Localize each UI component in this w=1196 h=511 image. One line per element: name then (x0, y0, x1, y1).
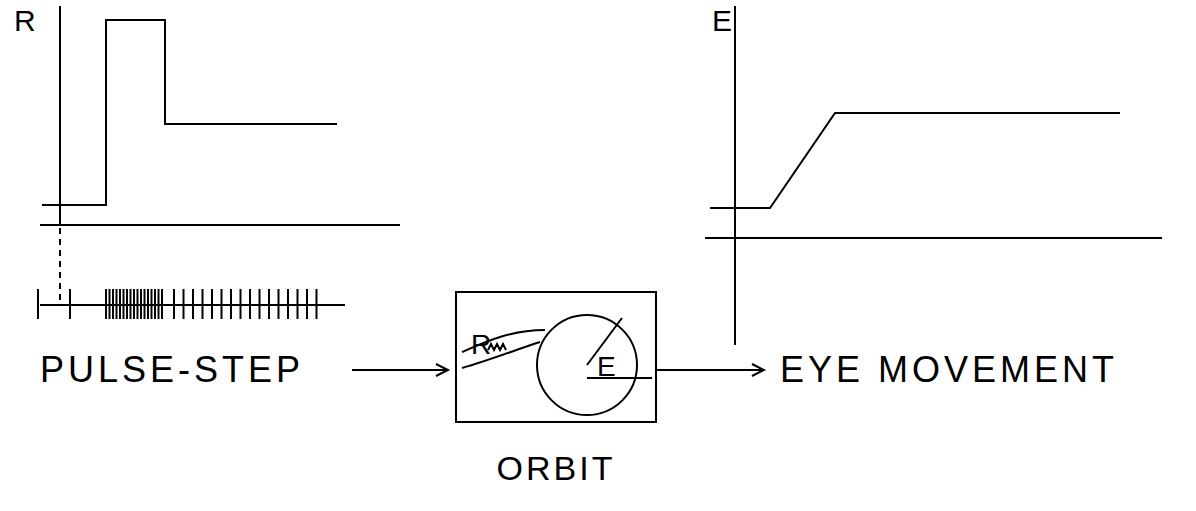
spike-tick (192, 289, 194, 319)
spike-tick (249, 289, 251, 319)
axis-line (734, 6, 736, 345)
orbit-box: REORBIT (455, 291, 657, 423)
spike-tick (240, 289, 242, 319)
spike-tick (147, 289, 149, 319)
spike-tick (37, 289, 39, 319)
axis-label: R (14, 6, 36, 36)
spike-tick (161, 289, 163, 319)
eyeball (537, 315, 637, 415)
axis-line (40, 224, 400, 226)
pulse-step-trace (42, 20, 337, 205)
spike-tick (211, 289, 213, 319)
spike-tick (109, 289, 111, 319)
spike-tick (278, 289, 280, 319)
spike-tick (259, 289, 261, 319)
arrow-head (436, 364, 448, 376)
axis-label: E (712, 6, 732, 36)
output-label: EYE MOVEMENT (780, 352, 1118, 388)
reference-line (587, 377, 652, 379)
muscle-label: R (471, 331, 491, 359)
spike-tick (268, 289, 270, 319)
spike-tick (297, 289, 299, 319)
spike-tick (173, 289, 175, 319)
spike-tick (123, 289, 125, 319)
spike-tick (316, 289, 318, 319)
spike-train (38, 289, 317, 319)
angle-label: E (597, 353, 616, 381)
signal-label: PULSE-STEP (40, 352, 304, 388)
arrow-head (752, 364, 764, 376)
spike-tick (112, 289, 114, 319)
spike-tick (126, 289, 128, 319)
spike-tick (306, 289, 308, 319)
dashed-line (59, 228, 61, 300)
spike-tick (183, 289, 185, 319)
spike-tick (221, 289, 223, 319)
spike-tick (154, 289, 156, 319)
box-caption: ORBIT (497, 451, 616, 485)
axis-line (705, 237, 1162, 239)
eye-position-trace (710, 113, 1120, 208)
spike-tick (144, 289, 146, 319)
spike-tick (137, 289, 139, 319)
spike-tick (116, 289, 118, 319)
spike-tick (230, 289, 232, 319)
spike-tick (140, 289, 142, 319)
spike-tick (202, 289, 204, 319)
spike-tick (69, 289, 71, 319)
spike-tick (158, 289, 160, 319)
spike-tick (287, 289, 289, 319)
arrow-line (352, 369, 446, 371)
spike-tick (119, 289, 121, 319)
spike-tick (151, 289, 153, 319)
spike-tick (133, 289, 135, 319)
spike-tick (130, 289, 132, 319)
axis-line (59, 6, 61, 225)
spike-tick (105, 289, 107, 319)
arrow-line (657, 369, 762, 371)
